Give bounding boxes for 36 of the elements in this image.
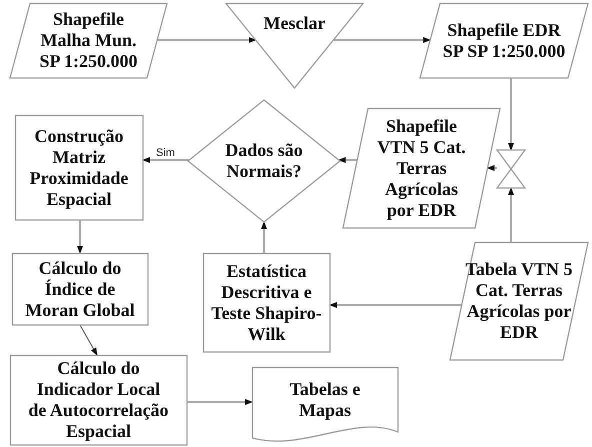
data-parallelogram: [420, 3, 588, 78]
document-shape: [252, 367, 398, 442]
arrow: [142, 157, 190, 163]
edge-label: Sim: [155, 147, 176, 159]
arrow: [186, 399, 253, 405]
arrow: [261, 221, 267, 254]
hourglass-symbol: [497, 150, 525, 188]
arrow: [332, 37, 432, 43]
data-parallelogram: [343, 108, 500, 228]
process-box: [15, 115, 143, 220]
merge-triangle: [226, 3, 363, 88]
node-label: Cálculo do Indicador Local de Autocorrelação Espacial: [27, 358, 170, 442]
data-parallelogram: [10, 3, 167, 78]
arrow: [486, 165, 498, 171]
node-label: Mesclar: [262, 13, 326, 34]
process-box: [10, 355, 187, 445]
arrow: [338, 157, 358, 163]
process-box: [12, 253, 148, 325]
node-label: Tabela VTN 5 Cat. Terras Agrícolas por EDR: [464, 259, 574, 343]
process-box: [203, 253, 330, 352]
arrow: [508, 187, 514, 242]
node-label: Estatística Descritiva e Teste Shapiro-Wilk: [210, 260, 323, 344]
node-label: Tabelas e Mapas: [288, 379, 362, 421]
arrow: [156, 37, 257, 43]
node-label: Shapefile EDR SP SP 1:250.000: [442, 20, 566, 62]
arrow: [508, 78, 514, 151]
arrow: [329, 302, 462, 308]
decision-diamond: [188, 100, 340, 222]
arrow: [77, 220, 83, 254]
node-label: Dados são Normais?: [224, 140, 304, 182]
data-parallelogram: [450, 242, 588, 360]
node-label: Construção Matriz Proximidade Espacial: [28, 126, 130, 210]
arrow: [80, 324, 98, 356]
node-label: Cálculo do Índice de Moran Global: [25, 258, 135, 320]
node-label: Shapefile VTN 5 Cat. Terras Agrícolas por EDR: [376, 116, 467, 220]
node-label: Shapefile Malha Mun. SP 1:250.000: [38, 9, 138, 72]
